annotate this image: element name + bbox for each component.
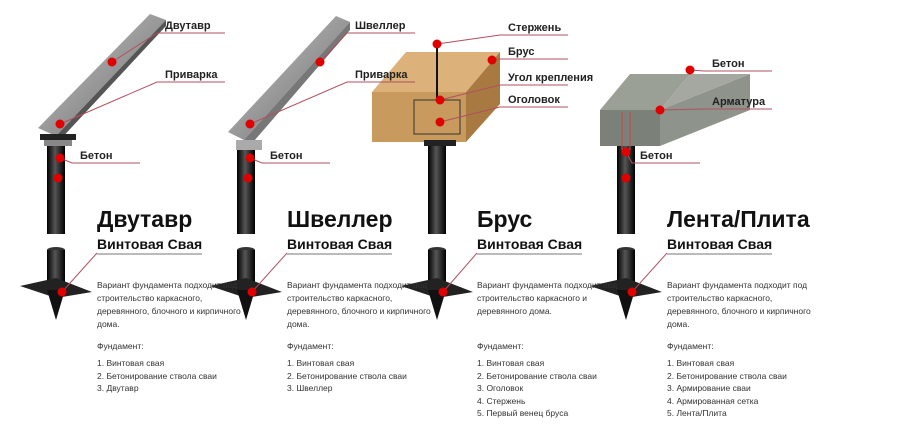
marker-dot: [621, 147, 631, 157]
screw-pile: [401, 146, 473, 320]
screw-pile: [590, 146, 662, 320]
foundation-heading: Фундамент:: [97, 341, 144, 351]
foundation-steps: 1. Винтовая свая 2. Бетонирование ствола …: [667, 357, 787, 420]
marker-dot: [55, 119, 65, 129]
callout-label: Стержень: [508, 22, 562, 34]
foundation-heading: Фундамент:: [287, 341, 334, 351]
callout-label: Угол крепления: [508, 72, 594, 84]
foundation-heading: Фундамент:: [477, 341, 524, 351]
foundation-steps: 1. Винтовая свая 2. Бетонирование ствола …: [287, 357, 407, 395]
column-title: Двутавр: [97, 206, 193, 232]
marker-dot: [245, 119, 255, 129]
foundation-step: 1. Винтовая свая: [97, 358, 165, 368]
callout-label: Двутавр: [165, 20, 211, 32]
marker-dot: [435, 117, 445, 127]
marker-dot: [435, 95, 445, 105]
foundation-step: 2. Бетонирование ствола сваи: [667, 370, 787, 381]
callout-label: Бетон: [80, 150, 113, 162]
foundation-step: 3. Армирование сваи: [667, 383, 751, 393]
wood-beam: [372, 40, 500, 146]
screw-pile: [210, 146, 282, 320]
marker-dot: [107, 57, 117, 67]
column-subtitle: Винтовая Свая: [667, 236, 773, 255]
column-title: Швеллер: [287, 206, 393, 232]
callout-label: Приварка: [165, 69, 218, 81]
marker-dot: [685, 65, 695, 75]
foundation-step: 2. Бетонирование ствола сваи: [97, 370, 217, 381]
callout-label: Приварка: [355, 69, 408, 81]
foundation-step: 3. Швеллер: [287, 383, 333, 393]
column-subtitle: Винтовая Свая: [477, 236, 583, 255]
column-subtitle: Винтовая Свая: [97, 236, 203, 255]
channel-beam: [228, 16, 350, 150]
callout-label: Оголовок: [508, 94, 560, 106]
concrete-slab: [600, 74, 750, 150]
callout-label: Бетон: [712, 58, 745, 70]
column-description: Вариант фундамента подходит под строител…: [477, 280, 618, 316]
foundation-step: 5. Лента/Плита: [667, 408, 727, 418]
i-beam: [38, 14, 166, 146]
marker-dot: [621, 173, 631, 183]
foundation-steps: 1. Винтовая свая 2. Бетонирование ствола …: [477, 357, 597, 420]
callout-label: Бетон: [270, 150, 303, 162]
marker-dot: [245, 153, 255, 163]
foundation-step: 2. Бетонирование ствола сваи: [287, 370, 407, 381]
screw-pile: [20, 146, 92, 320]
column-title: Лента/Плита: [667, 206, 810, 232]
callout-label: Бетон: [640, 150, 673, 162]
marker-dot: [487, 55, 497, 65]
foundation-step: 3. Оголовок: [477, 383, 524, 393]
column-title: Брус: [477, 206, 533, 232]
foundation-step: 2. Бетонирование ствола сваи: [477, 370, 597, 381]
marker-dot: [247, 287, 257, 297]
marker-dot: [627, 287, 637, 297]
foundation-step: 4. Стержень: [477, 395, 526, 406]
callout-label: Швеллер: [355, 20, 406, 32]
column-description: Вариант фундамента подходит под строител…: [667, 280, 811, 329]
marker-dot: [655, 105, 665, 115]
foundation-step: 4. Армированная сетка: [667, 395, 759, 406]
column-description: Вариант фундамента подходит под строител…: [287, 280, 431, 329]
callout-label: Брус: [508, 46, 535, 58]
foundation-step: 1. Винтовая свая: [287, 358, 355, 368]
column-subtitle: Винтовая Свая: [287, 236, 393, 255]
foundation-step: 1. Винтовая свая: [477, 358, 545, 368]
foundation-steps: 1. Винтовая свая 2. Бетонирование ствола …: [97, 357, 217, 395]
marker-dot: [57, 287, 67, 297]
foundation-step: 5. Первый венец бруса: [477, 408, 569, 418]
marker-dot: [243, 173, 253, 183]
marker-dot: [55, 153, 65, 163]
foundation-heading: Фундамент:: [667, 341, 714, 351]
marker-dot: [432, 39, 442, 49]
callout-label: Арматура: [712, 96, 766, 108]
marker-dot: [438, 287, 448, 297]
foundation-step: 1. Винтовая свая: [667, 358, 735, 368]
marker-dot: [53, 173, 63, 183]
marker-dot: [315, 57, 325, 67]
foundation-step: 3. Двутавр: [97, 383, 139, 393]
column-description: Вариант фундамента подходит под строител…: [97, 280, 241, 329]
